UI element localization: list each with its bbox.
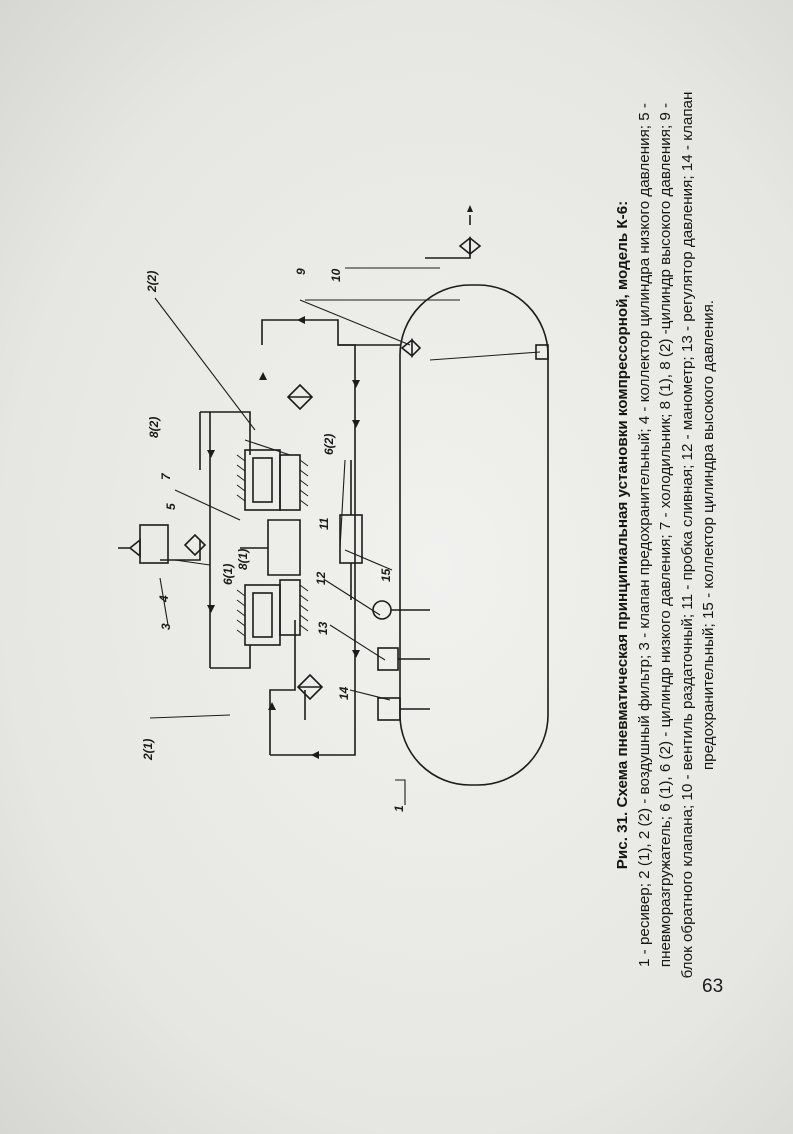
receiver-tank bbox=[399, 284, 549, 786]
label-9: 9 bbox=[294, 268, 308, 275]
pipe-outer-left bbox=[269, 620, 296, 755]
label-6-2: 6(2) bbox=[322, 434, 336, 455]
label-8-2: 8(2) bbox=[147, 417, 161, 438]
pipe-mid bbox=[200, 411, 251, 455]
label-6-1: 6(1) bbox=[221, 564, 235, 585]
cylinder-lp-1-inner bbox=[252, 592, 273, 638]
delivery-valve-10 bbox=[458, 236, 482, 256]
manometer-12 bbox=[372, 600, 392, 620]
regulator-13 bbox=[377, 647, 399, 671]
label-14: 14 bbox=[337, 686, 351, 700]
figure-legend: 1 - ресивер; 2 (1), 2 (2) - воздушный фи… bbox=[635, 91, 718, 979]
label-7: 7 bbox=[159, 472, 173, 480]
cooler-7 bbox=[183, 533, 207, 557]
figure-caption: Рис. 31. Схема пневматическая принципиал… bbox=[612, 85, 720, 985]
cylinder-hp-2 bbox=[279, 454, 301, 511]
cylinder-lp-2 bbox=[244, 449, 281, 511]
label-13: 13 bbox=[316, 621, 330, 635]
pipe-mid2 bbox=[210, 645, 251, 669]
cylinder-hp-1 bbox=[279, 579, 301, 636]
label-2-2: 2(2) bbox=[145, 271, 159, 293]
cylinder-lp-2-inner bbox=[252, 457, 273, 503]
label-4: 4 bbox=[157, 595, 171, 603]
label-15: 15 bbox=[379, 568, 393, 582]
page-number: 63 bbox=[702, 976, 724, 997]
figure-title: Рис. 31. Схема пневматическая принципиал… bbox=[614, 200, 631, 870]
cylinder-lp-1 bbox=[244, 584, 281, 646]
filter-2-1 bbox=[296, 673, 324, 701]
unloader-5 bbox=[139, 524, 169, 564]
pipe-bottom bbox=[270, 640, 356, 756]
label-10: 10 bbox=[329, 268, 343, 282]
label-1: 1 bbox=[392, 805, 406, 812]
label-5: 5 bbox=[164, 503, 178, 510]
label-3: 3 bbox=[159, 623, 173, 630]
label-11: 11 bbox=[317, 517, 331, 530]
label-8-1: 8(1) bbox=[236, 549, 250, 570]
pipe-h1 bbox=[160, 540, 201, 561]
safety-valve-14 bbox=[377, 697, 401, 721]
crankcase bbox=[267, 519, 301, 576]
filter-2-2 bbox=[286, 383, 314, 411]
label-2-1: 2(1) bbox=[141, 739, 155, 761]
valve-3 bbox=[118, 538, 141, 558]
pipe-right-main bbox=[261, 319, 356, 640]
label-12: 12 bbox=[314, 571, 328, 585]
